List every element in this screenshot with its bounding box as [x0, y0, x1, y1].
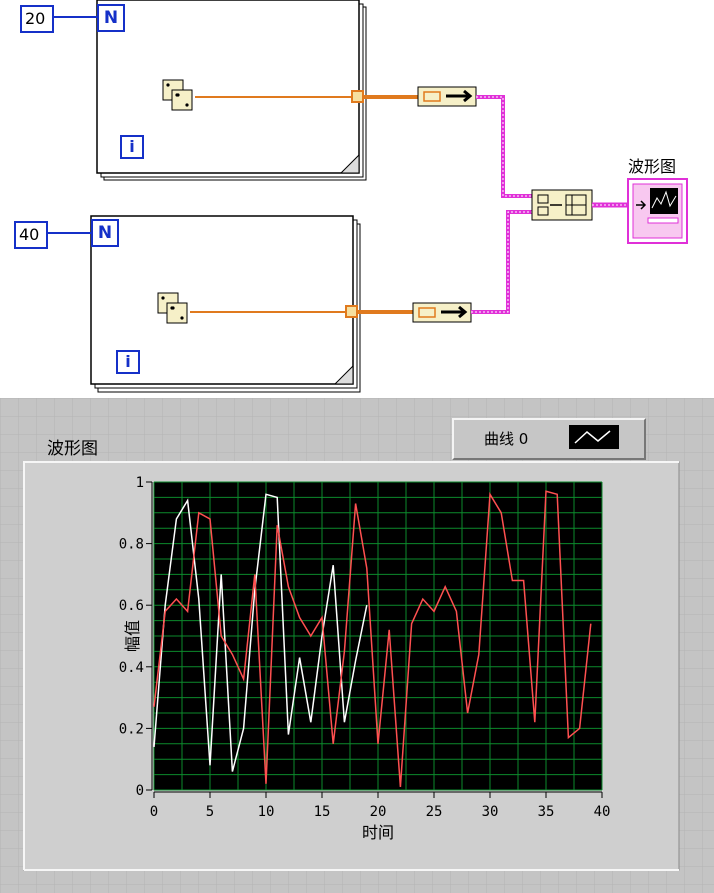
- random-number-icon[interactable]: [157, 292, 188, 324]
- waveform-wire-2: [471, 210, 532, 314]
- loop-count-terminal-2[interactable]: N: [91, 219, 119, 247]
- count-constant-1[interactable]: 20: [20, 5, 54, 33]
- graph-terminal-label: 波形图: [628, 157, 677, 176]
- output-tunnel-2[interactable]: [345, 305, 358, 318]
- block-diagram: 20 N i 40 N i 波形图: [0, 0, 714, 395]
- waveform-graph-terminal-icon[interactable]: [627, 178, 688, 244]
- waveform-wire-1: [476, 95, 532, 198]
- front-panel: [0, 398, 714, 893]
- loop-iteration-terminal-1[interactable]: i: [120, 135, 144, 159]
- loop-count-terminal-1[interactable]: N: [97, 4, 125, 32]
- build-waveform-node[interactable]: [412, 302, 472, 323]
- graph-frame: [23, 461, 680, 871]
- random-number-icon[interactable]: [162, 79, 193, 111]
- loop-1-page-corner: [339, 153, 360, 174]
- count-constant-2[interactable]: 40: [14, 221, 48, 249]
- loop-2-page-corner: [333, 364, 354, 385]
- graph-title: 波形图: [47, 439, 98, 459]
- build-array-node[interactable]: [531, 189, 593, 221]
- build-waveform-node[interactable]: [417, 86, 477, 107]
- legend-label: 曲线 0: [484, 430, 529, 448]
- legend-swatch-icon[interactable]: [569, 425, 619, 449]
- diagram-wires: [46, 0, 688, 393]
- loop-iteration-terminal-2[interactable]: i: [116, 350, 140, 374]
- plot-legend[interactable]: 曲线 0: [452, 418, 646, 460]
- output-tunnel-1[interactable]: [351, 90, 364, 103]
